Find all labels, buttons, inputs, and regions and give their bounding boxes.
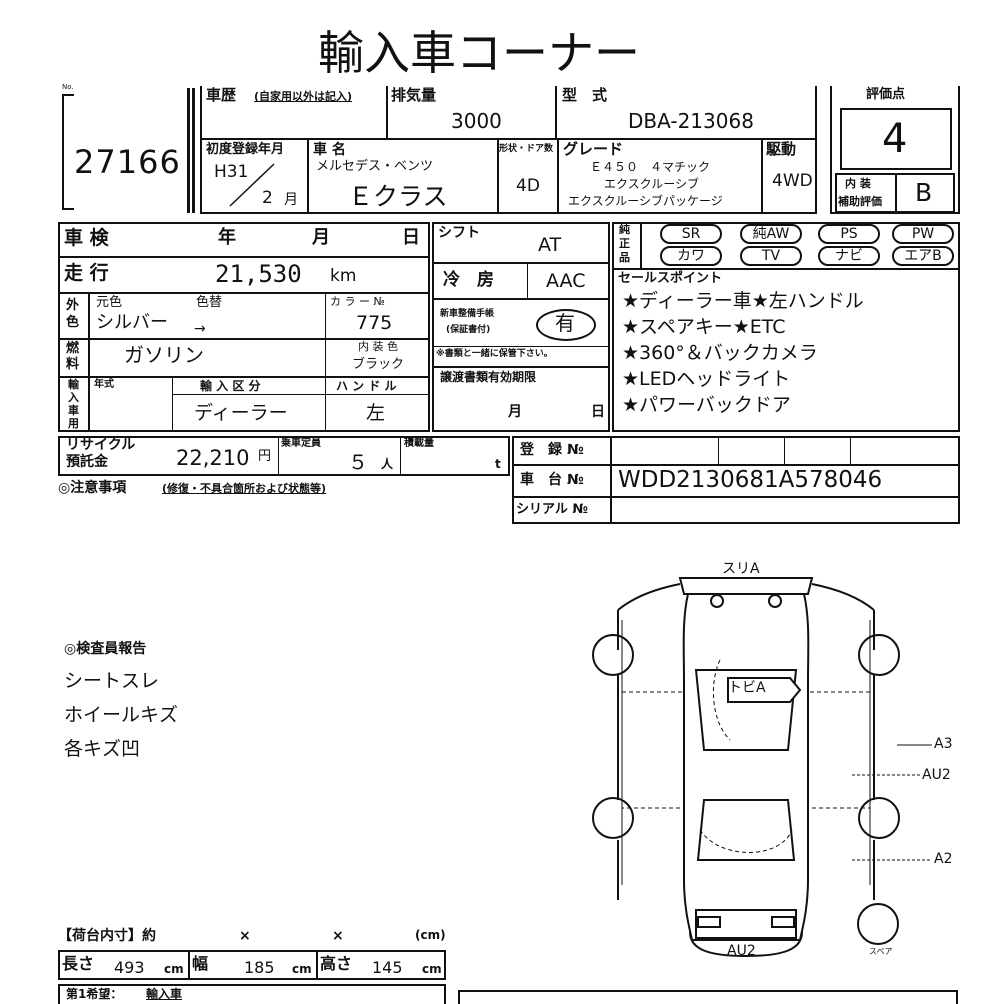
sales-point: ★360°＆バックカメラ <box>622 342 818 364</box>
sales-point: ★パワーバックドア <box>622 394 791 416</box>
interior-label: 内 装 <box>845 177 871 190</box>
owner-value: 輸入車 <box>146 987 183 1001</box>
color-value: シルバー <box>96 312 168 333</box>
diagram-label-roof: トビA <box>728 680 766 696</box>
sales-point: ★LEDヘッドライト <box>622 368 791 390</box>
diagram-label-bottom: AU2 <box>727 943 756 959</box>
lot-bracket <box>62 94 74 210</box>
chassis-number: WDD2130681A578046 <box>618 467 883 493</box>
equip-tv: TV <box>740 246 802 266</box>
equip-airbag: エアB <box>892 246 954 266</box>
notes-label: ◎注意事項 <box>58 480 127 496</box>
cargo-box <box>58 950 446 980</box>
model-value: DBA-213068 <box>628 109 754 133</box>
diagram-label-right3: A2 <box>934 851 953 867</box>
car-name-value: Ｅクラス <box>348 182 448 211</box>
grade-line1: Ｅ４５０ ４マチック <box>590 160 711 174</box>
lot-number: 27166 <box>74 143 181 181</box>
car-name-label: 車 名 <box>313 142 346 158</box>
score-value: 4 <box>882 116 908 162</box>
interior-sub-label: 補助評価 <box>838 195 882 208</box>
color-code: 775 <box>356 312 393 334</box>
model-label: 型 式 <box>562 86 608 104</box>
middle-box <box>432 222 610 432</box>
capacity-value: ５ <box>348 450 368 474</box>
car-damage-diagram <box>592 577 932 958</box>
report-label: ◎検査員報告 <box>64 641 147 657</box>
drive-value: 4WD <box>772 171 813 191</box>
equip-ps: PS <box>818 224 880 244</box>
report-line: シートスレ <box>64 670 160 692</box>
grade-line3: エクスクルーシブパッケージ <box>568 194 723 208</box>
right-box <box>612 222 960 432</box>
first-reg-month-unit: 月 <box>284 192 298 208</box>
equip-navi: ナビ <box>818 246 880 266</box>
grade-label: グレード <box>563 140 624 158</box>
cargo-length: 493 <box>114 958 145 977</box>
car-maker: メルセデス・ベンツ <box>316 159 434 174</box>
cargo-height: 145 <box>372 958 403 977</box>
displacement-label: 排気量 <box>391 86 437 104</box>
mileage-value: 21,530 <box>215 260 302 288</box>
mileage-unit: km <box>330 266 357 286</box>
equip-pw: PW <box>892 224 954 244</box>
diagram-label-right2: AU2 <box>922 767 951 783</box>
sales-point: ★ディーラー車★左ハンドル <box>622 290 864 312</box>
first-reg-month: 2 <box>262 188 273 208</box>
diagram-label-spare: スペア <box>869 947 893 956</box>
cargo-label: 【荷台内寸】約 <box>58 928 156 944</box>
sales-point: ★スペアキー★ETC <box>622 316 786 338</box>
left-detail-box <box>58 222 430 432</box>
equip-sr: SR <box>660 224 722 244</box>
first-reg-label: 初度登録年月 <box>206 142 285 157</box>
history-note: (自家用以外は記入) <box>254 90 353 103</box>
diagram-label-top: スリA <box>722 561 760 577</box>
interior-color: ブラック <box>352 357 405 372</box>
grade-line2: エクスクルーシブ <box>604 177 700 191</box>
displacement-value: 3000 <box>451 109 502 133</box>
import-type: ディーラー <box>194 402 288 424</box>
interior-score: B <box>915 178 933 207</box>
spec-box <box>200 86 817 214</box>
equip-alloy: 純AW <box>740 224 802 244</box>
warranty-value: 有 <box>555 311 575 335</box>
report-line: 各キズ凹 <box>64 738 141 760</box>
aircon-value: AAC <box>546 270 586 292</box>
recycle-value: 22,210 <box>176 446 250 470</box>
first-reg-era: H31 <box>214 162 249 182</box>
score-label: 評価点 <box>866 87 906 102</box>
lot-label: No. <box>62 83 74 91</box>
page-title: 輸入車コーナー <box>318 26 640 80</box>
sales-label: セールスポイント <box>618 271 723 286</box>
body-label: 形状・ドア数 <box>499 144 554 154</box>
diagram-label-right1: A3 <box>934 736 953 752</box>
fuel-value: ガソリン <box>124 343 204 367</box>
drive-label: 駆動 <box>766 140 797 158</box>
handle-value: 左 <box>366 402 386 424</box>
shift-value: AT <box>538 234 562 256</box>
owner-label: 第1希望： <box>66 987 123 1001</box>
recycle-box <box>58 436 510 476</box>
report-line: ホイールキズ <box>64 704 179 726</box>
slash-mark <box>229 163 275 207</box>
notes-sub: (修復・不具合箇所および状態等) <box>162 482 327 495</box>
cargo-width: 185 <box>244 958 275 977</box>
history-label: 車歴 <box>206 86 237 104</box>
mileage-label: 走 行 <box>64 262 109 284</box>
equip-leather: カワ <box>660 246 722 266</box>
body-value: 4D <box>516 176 540 196</box>
registration-box <box>512 436 960 524</box>
inspection-label: 車 検 <box>64 227 109 249</box>
